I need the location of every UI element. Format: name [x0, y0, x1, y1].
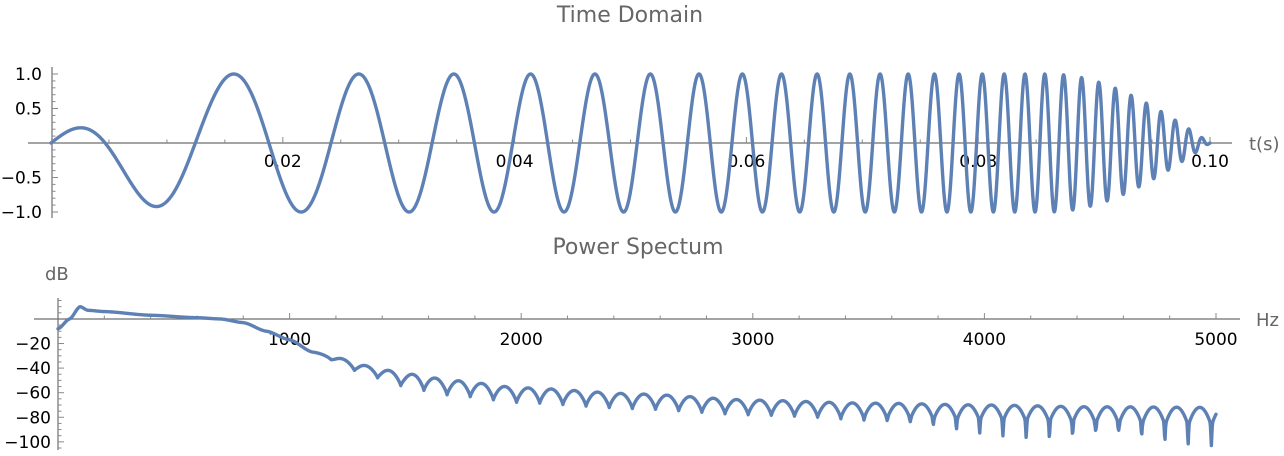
power-spectrum-y-axis-label: dB: [45, 264, 69, 285]
time-domain-x-tick-label: 0.10: [1191, 152, 1229, 172]
power-spectrum-line: [56, 304, 1218, 448]
time-domain-y-tick-label: −1.0: [1, 203, 42, 223]
power-spectrum-x-axis-label: Hz: [1256, 310, 1279, 331]
time-domain-x-tick-label: 0.02: [264, 152, 302, 172]
time-domain-x-axis-label: t(s): [1249, 134, 1279, 155]
power-spectrum-y-tick-label: −20: [15, 335, 51, 355]
time-domain-title: Time Domain: [556, 3, 703, 28]
power-spectrum-x-tick-label: 2000: [500, 330, 543, 350]
power-spectrum-x-tick-label: 5000: [1194, 330, 1237, 350]
power-spectrum-y-tick-label: −80: [15, 408, 51, 428]
power-spectrum-x-tick-label: 3000: [731, 330, 774, 350]
power-spectrum-axes: [34, 298, 1240, 450]
time-domain-x-tick-label: 0.06: [727, 152, 765, 172]
time-domain-y-tick-label: 1.0: [15, 65, 42, 85]
time-domain-signal-line: [49, 72, 1212, 214]
time-domain-x-tick-label: 0.04: [496, 152, 534, 172]
power-spectrum-y-tick-label: −40: [15, 359, 51, 379]
time-domain-y-tick-label: −0.5: [1, 169, 42, 189]
time-domain-y-tick-label: 0.5: [15, 100, 42, 120]
power-spectrum-y-tick-label: −60: [15, 384, 51, 404]
power-spectrum-y-tick-label: −100: [4, 433, 51, 453]
power-spectrum-title: Power Spectum: [552, 235, 723, 260]
power-spectrum-x-tick-label: 4000: [963, 330, 1006, 350]
